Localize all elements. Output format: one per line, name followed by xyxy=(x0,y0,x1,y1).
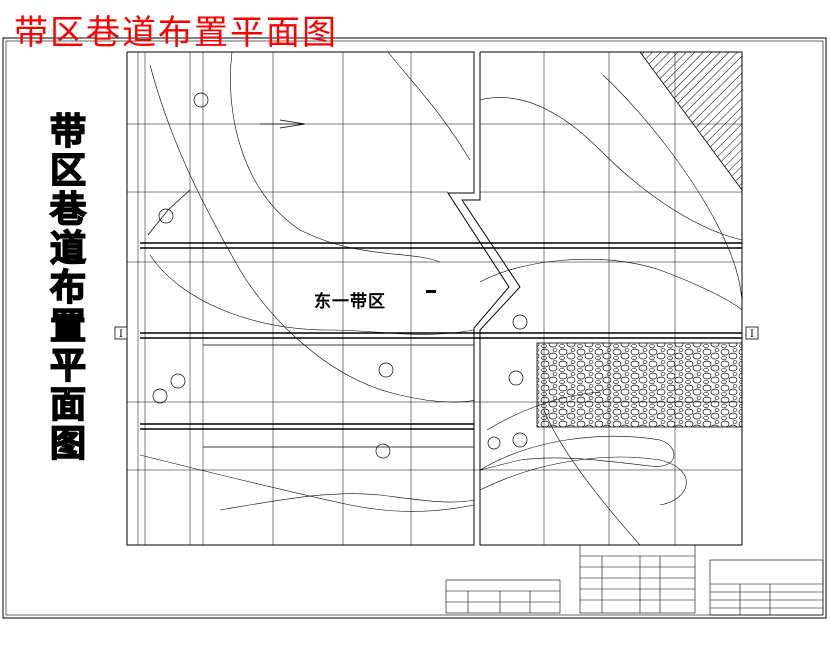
title-block xyxy=(709,559,824,616)
region-label: 东一带区 xyxy=(314,292,386,312)
legend-table-small xyxy=(445,579,561,614)
drawing-title: 带区巷道布置平面图 xyxy=(14,13,338,53)
survey-symbols xyxy=(147,92,528,459)
section-mark-right: I xyxy=(750,329,754,340)
legend-table-large xyxy=(579,544,696,614)
hatched-boundary xyxy=(639,51,743,192)
grid-verticals xyxy=(137,52,676,545)
roadways xyxy=(140,242,742,448)
section-mark-labels: I I xyxy=(119,329,754,340)
contour-lines xyxy=(139,51,743,546)
side-title: 带区巷道布置平面图 xyxy=(43,111,86,464)
section-mark-left: I xyxy=(119,329,123,340)
drawing-frame xyxy=(2,37,827,619)
section-marks xyxy=(114,326,759,340)
gravel-zone xyxy=(536,342,743,428)
map-outline xyxy=(126,51,743,546)
